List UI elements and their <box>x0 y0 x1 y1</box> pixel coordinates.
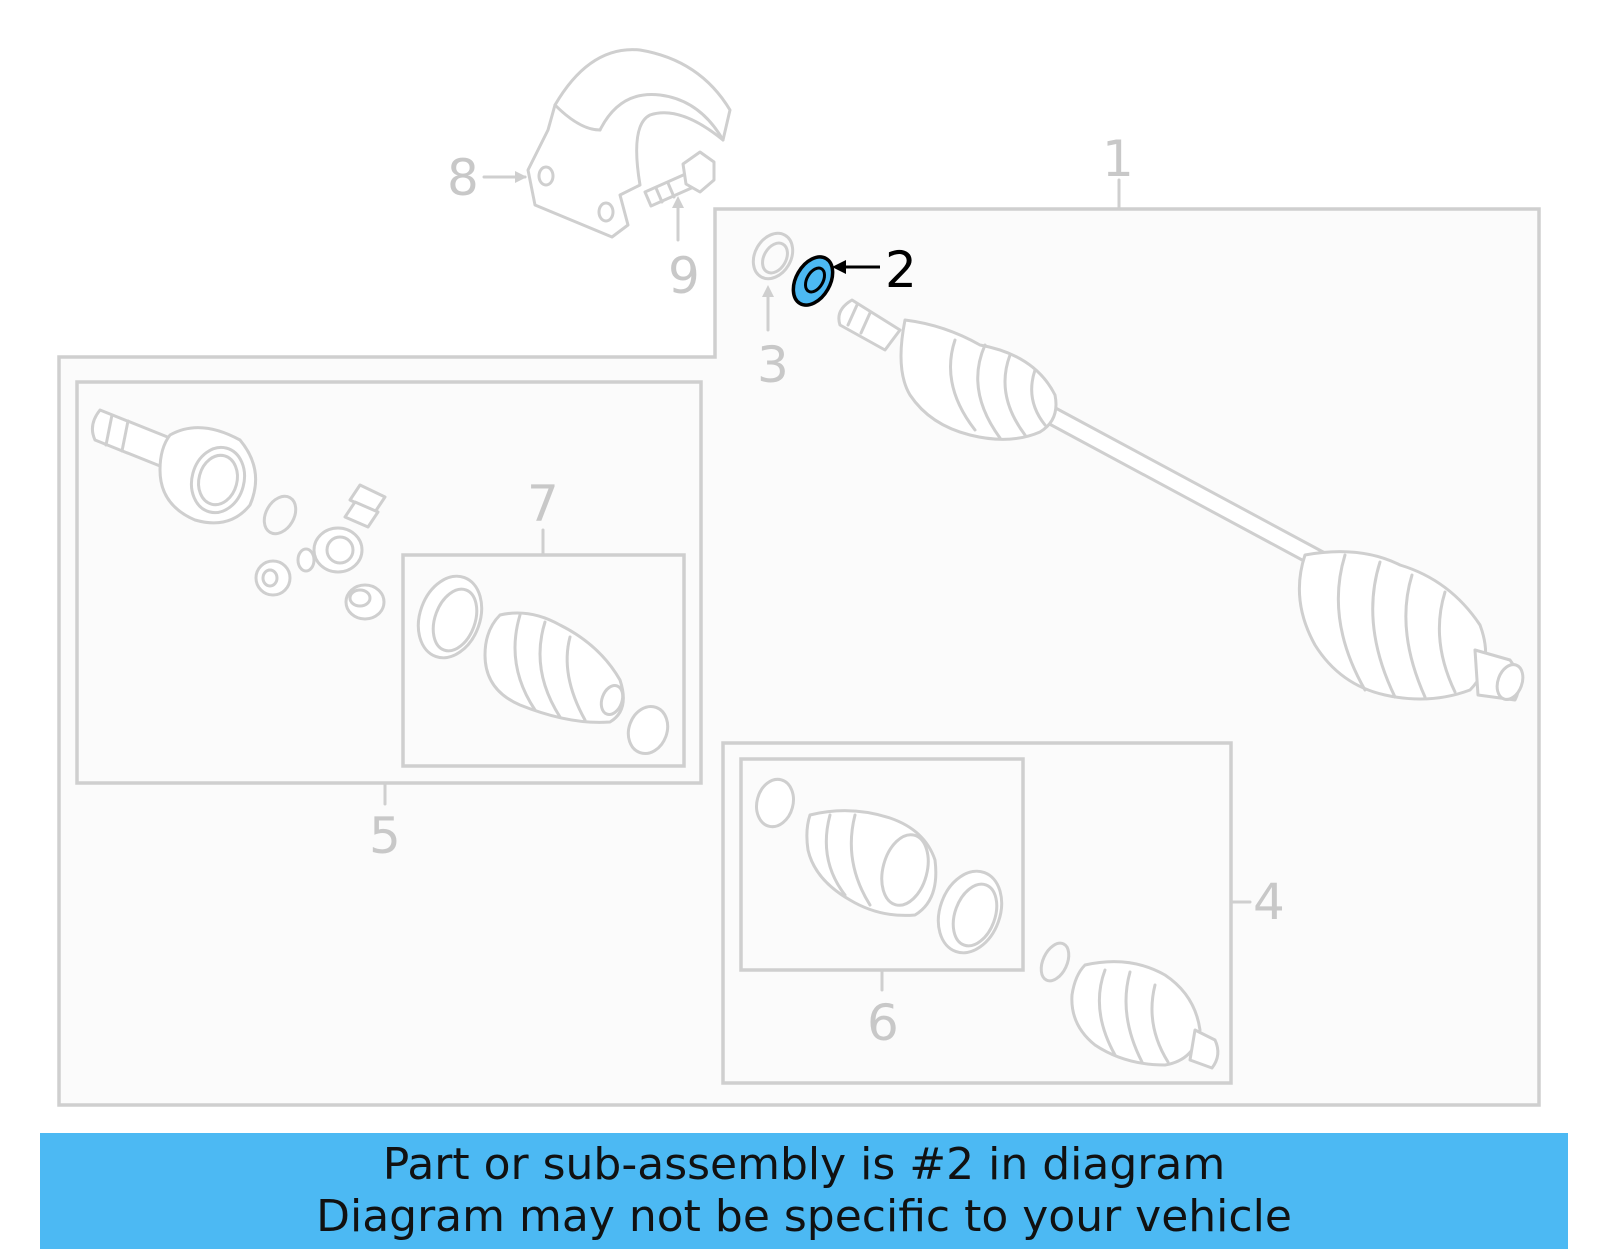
inner-joint-housing <box>90 408 258 525</box>
callout-7[interactable]: 7 <box>527 475 559 533</box>
boot-kit-7 <box>416 574 670 755</box>
banner-line-1: Part or sub-assembly is #2 in diagram <box>382 1139 1226 1190</box>
part-info-banner: Part or sub-assembly is #2 in diagram Di… <box>40 1133 1568 1249</box>
outer-joint-4 <box>1039 941 1220 1070</box>
callout-5[interactable]: 5 <box>369 807 401 865</box>
boot-kit-6 <box>755 777 1004 955</box>
washer-part-2-highlighted[interactable] <box>785 250 840 312</box>
callout-8[interactable]: 8 <box>447 149 479 207</box>
callout-9[interactable]: 9 <box>668 247 700 305</box>
callout-1[interactable]: 1 <box>1102 130 1134 188</box>
drive-shaft <box>837 298 1525 702</box>
subassembly-4-box <box>721 741 1233 1085</box>
bolt-part-9 <box>643 150 716 208</box>
callout-2-arrowhead <box>832 260 846 274</box>
callout-4[interactable]: 4 <box>1253 873 1285 931</box>
callout-3-arrowhead <box>762 285 774 297</box>
banner-line-2: Diagram may not be specific to your vehi… <box>316 1191 1292 1242</box>
tripod-components <box>254 483 387 621</box>
bracket-part-8 <box>526 48 732 239</box>
callout-6[interactable]: 6 <box>867 994 899 1052</box>
callout-2[interactable]: 2 <box>885 241 917 299</box>
callout-8-arrowhead <box>515 171 527 183</box>
callout-3[interactable]: 3 <box>757 336 789 394</box>
snap-ring-part-3 <box>751 231 795 281</box>
callout-9-arrowhead <box>672 196 684 208</box>
